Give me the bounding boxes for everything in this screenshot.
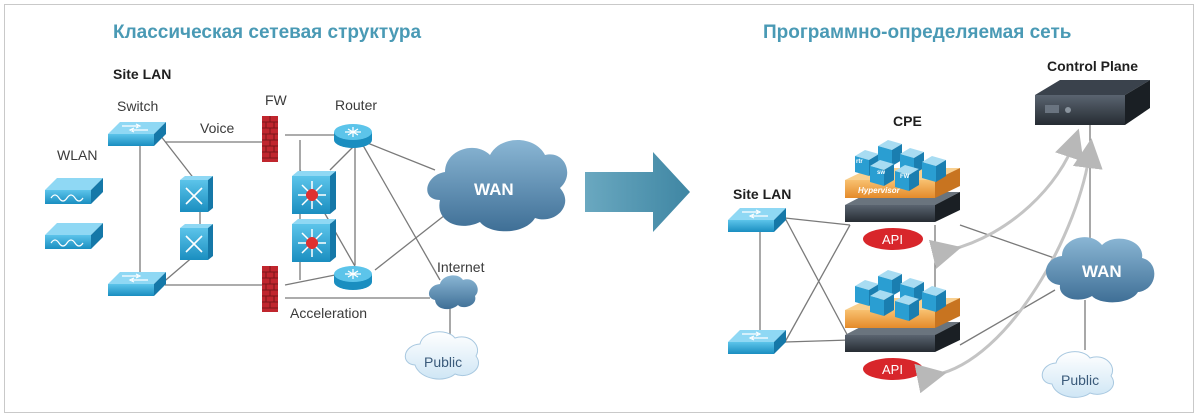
router-icon: [333, 265, 373, 291]
switch-icon: [107, 271, 167, 297]
router-icon: [333, 123, 373, 149]
right-wan-label: WAN: [1082, 262, 1122, 281]
right-title: Программно-определяемая сеть: [763, 22, 1071, 43]
vm-rtr-label: rtr: [856, 159, 863, 165]
diagram-frame: [4, 4, 1194, 413]
right-public-label: Public: [1061, 372, 1099, 388]
atm-switch-icon: [179, 223, 214, 261]
multilayer-switch-icon: [291, 218, 337, 263]
wlan-ap-icon: [44, 222, 104, 250]
switch-icon: [727, 207, 787, 233]
switch-icon: [107, 121, 167, 147]
left-public-label: Public: [424, 354, 462, 370]
internet-label: Internet: [437, 259, 485, 275]
acceleration-label: Acceleration: [290, 305, 367, 321]
control-plane-server-icon: [1035, 80, 1150, 125]
api-badge: [863, 228, 923, 250]
vm-sw-label: sw: [877, 170, 885, 176]
firewall-icon: [261, 115, 279, 163]
left-wan-label: WAN: [474, 180, 514, 199]
multilayer-switch-icon: [291, 170, 337, 215]
left-title: Классическая сетевая структура: [113, 22, 422, 43]
wan-cloud-icon: [427, 140, 568, 232]
api-bottom-label: API: [882, 362, 903, 377]
wlan-ap-icon: [44, 177, 104, 205]
firewall-icon: [261, 265, 279, 313]
wlan-label: WLAN: [57, 147, 97, 163]
control-plane-label: Control Plane: [1047, 58, 1138, 74]
atm-switch-icon: [179, 175, 214, 213]
router-label: Router: [335, 97, 377, 113]
api-top-label: API: [882, 232, 903, 247]
voice-label: Voice: [200, 120, 234, 136]
public-cloud-icon: [405, 331, 479, 380]
cpe-label: CPE: [893, 113, 922, 129]
left-site-lan-label: Site LAN: [113, 66, 171, 82]
wan-cloud-icon: [1045, 237, 1155, 303]
api-badge: [863, 358, 923, 380]
transition-arrow-icon: [585, 152, 690, 232]
vm-fw-label: FW: [900, 174, 910, 180]
right-site-lan-label: Site LAN: [733, 186, 791, 202]
control-arrows: [914, 128, 1103, 394]
fw-label: FW: [265, 92, 288, 108]
switch-icon: [727, 329, 787, 355]
switch-label: Switch: [117, 98, 158, 114]
internet-cloud-icon: [428, 275, 478, 310]
hypervisor-label: Hypervisor: [858, 186, 901, 195]
public-cloud-icon: [1041, 351, 1114, 398]
